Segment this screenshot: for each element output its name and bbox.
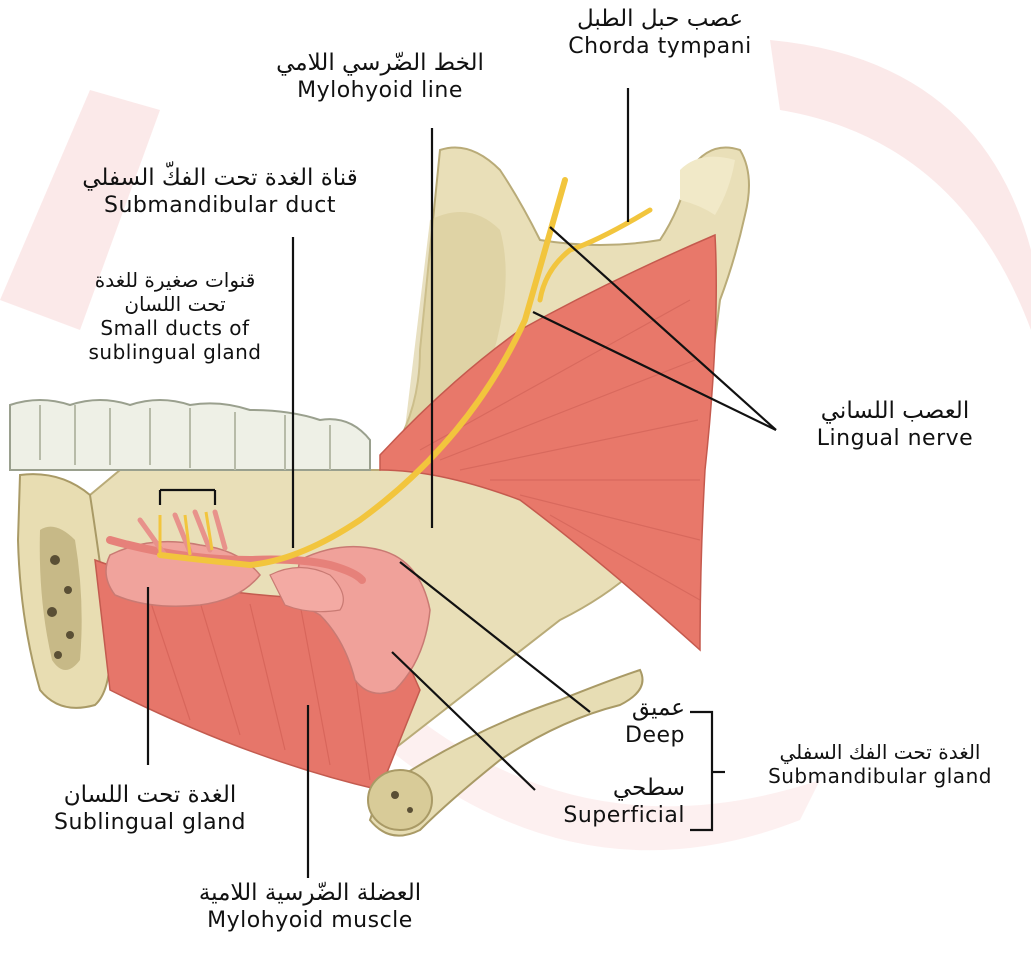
label-superficial: سطحي Superficial xyxy=(520,775,685,829)
label-sublingual-gland-ar: الغدة تحت اللسان xyxy=(20,782,280,810)
label-small-ducts-en1: Small ducts of xyxy=(40,316,310,340)
label-sublingual-gland: الغدة تحت اللسان Sublingual gland xyxy=(20,782,280,836)
label-submandibular-gland-en: Submandibular gland xyxy=(735,764,1025,788)
label-mylohyoid-line: الخط الضّرسي اللامي Mylohyoid line xyxy=(230,50,530,104)
label-small-ducts-ar2: تحت اللسان xyxy=(40,292,310,316)
label-mylohyoid-muscle: العضلة الضّرسية اللامية Mylohyoid muscle xyxy=(150,880,470,934)
label-small-ducts-ar1: قنوات صغيرة للغدة xyxy=(40,268,310,292)
label-chorda-tympani-ar: عصب حبل الطبل xyxy=(525,6,795,34)
label-submandibular-gland-ar: الغدة تحت الفك السفلي xyxy=(735,740,1025,764)
label-lingual-nerve-ar: العصب اللساني xyxy=(780,398,1010,426)
label-lingual-nerve-en: Lingual nerve xyxy=(780,426,1010,452)
label-superficial-ar: سطحي xyxy=(520,775,685,803)
label-submandibular-duct: قناة الغدة تحت الفكّ السفلي Submandibula… xyxy=(20,165,420,219)
label-small-ducts-en2: sublingual gland xyxy=(40,340,310,364)
label-mylohyoid-muscle-en: Mylohyoid muscle xyxy=(150,908,470,934)
label-deep: عميق Deep xyxy=(590,695,685,749)
label-mylohyoid-muscle-ar: العضلة الضّرسية اللامية xyxy=(150,880,470,908)
teeth xyxy=(10,400,370,470)
label-chorda-tympani-en: Chorda tympani xyxy=(525,34,795,60)
label-mylohyoid-line-ar: الخط الضّرسي اللامي xyxy=(230,50,530,78)
label-superficial-en: Superficial xyxy=(520,803,685,829)
label-deep-en: Deep xyxy=(590,723,685,749)
label-lingual-nerve: العصب اللساني Lingual nerve xyxy=(780,398,1010,452)
label-submandibular-duct-ar: قناة الغدة تحت الفكّ السفلي xyxy=(20,165,420,193)
label-mylohyoid-line-en: Mylohyoid line xyxy=(230,78,530,104)
label-deep-ar: عميق xyxy=(590,695,685,723)
label-chorda-tympani: عصب حبل الطبل Chorda tympani xyxy=(525,6,795,60)
label-sublingual-gland-en: Sublingual gland xyxy=(20,810,280,836)
label-submandibular-gland: الغدة تحت الفك السفلي Submandibular glan… xyxy=(735,740,1025,788)
label-submandibular-duct-en: Submandibular duct xyxy=(20,193,420,219)
label-small-ducts: قنوات صغيرة للغدة تحت اللسان Small ducts… xyxy=(40,268,310,364)
